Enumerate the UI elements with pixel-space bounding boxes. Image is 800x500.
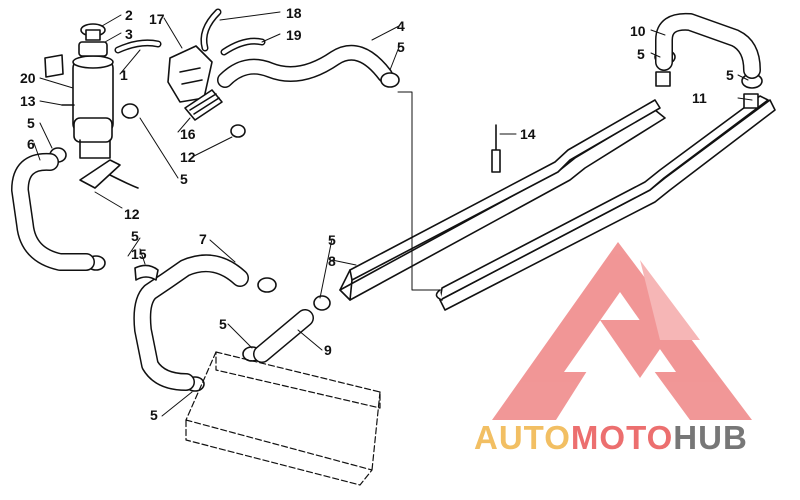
reservoir-decal xyxy=(44,54,64,78)
callout-5-center: 5 xyxy=(328,232,336,248)
hose-sleeve xyxy=(184,89,223,121)
callout-20: 20 xyxy=(20,70,36,86)
watermark-word-hub: HUB xyxy=(673,419,748,456)
watermark-text: AUTOMOTOHUB xyxy=(474,418,748,458)
callout-1: 1 xyxy=(120,67,128,83)
callout-9: 9 xyxy=(324,342,332,358)
heat-exchanger-left xyxy=(339,99,666,301)
callout-5-left-a: 5 xyxy=(27,115,35,131)
coolant-reservoir xyxy=(61,23,114,159)
hose-9 xyxy=(253,309,314,363)
callout-15: 15 xyxy=(131,246,147,262)
callout-12-lower: 12 xyxy=(124,206,140,222)
callout-3: 3 xyxy=(125,26,133,42)
callout-17: 17 xyxy=(149,11,165,27)
callout-5-right-a: 5 xyxy=(637,46,645,62)
callout-7: 7 xyxy=(199,231,207,247)
callout-14: 14 xyxy=(520,126,536,142)
chassis-section xyxy=(185,351,381,486)
watermark-word-auto: AUTO xyxy=(474,419,571,456)
callout-5-lower-a: 5 xyxy=(219,316,227,332)
clamp-ring xyxy=(230,124,246,138)
watermark-logo xyxy=(492,242,752,420)
clamp-15 xyxy=(134,264,159,281)
leader-lines xyxy=(33,11,753,417)
callout-10: 10 xyxy=(630,23,646,39)
callout-12-upper: 12 xyxy=(180,149,196,165)
callout-5-lower-b: 5 xyxy=(150,407,158,423)
callout-4: 4 xyxy=(397,18,405,34)
callout-11: 11 xyxy=(692,90,707,106)
temperature-sensor xyxy=(491,124,501,173)
callout-8: 8 xyxy=(328,253,336,269)
callout-18: 18 xyxy=(286,5,302,21)
heat-exchanger-right xyxy=(435,95,776,311)
watermark-word-moto: MOTO xyxy=(570,419,674,456)
callout-5-upper: 5 xyxy=(397,39,405,55)
callout-5-left-b: 5 xyxy=(131,228,139,244)
callout-19: 19 xyxy=(286,27,302,43)
callout-5-mid: 5 xyxy=(180,171,188,187)
mounting-bracket xyxy=(79,159,139,189)
callout-16: 16 xyxy=(180,126,196,142)
callout-5-right-b: 5 xyxy=(726,67,734,83)
callout-6: 6 xyxy=(27,136,35,152)
callout-2: 2 xyxy=(125,7,133,23)
callout-13: 13 xyxy=(20,93,36,109)
